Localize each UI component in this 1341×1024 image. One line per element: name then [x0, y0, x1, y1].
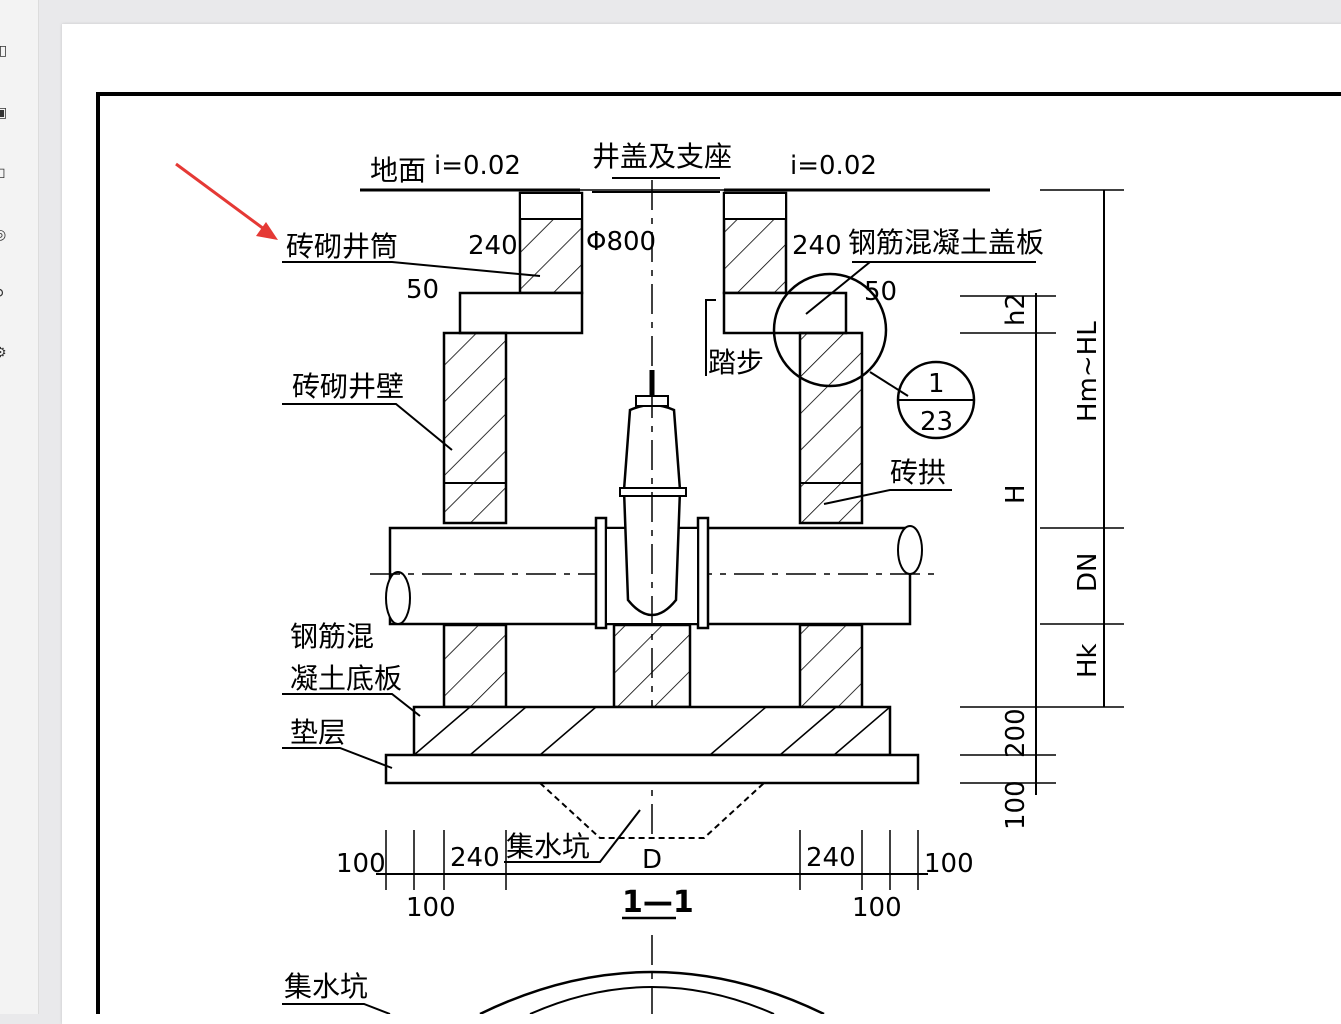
- diameter-label: Φ800: [586, 227, 656, 257]
- well-wall-left: [442, 331, 508, 525]
- window-icon[interactable]: ◫: [0, 43, 8, 59]
- bottom-d-dim: D: [642, 845, 662, 875]
- bottom-left-100b-dim: 100: [406, 893, 456, 923]
- slope-right-label: i=0.02: [790, 151, 877, 181]
- step-label: 踏步: [708, 346, 764, 379]
- settings-icon[interactable]: ⚙: [0, 345, 7, 361]
- base-slab: [412, 705, 892, 757]
- plan-outer-ring: [479, 970, 825, 1014]
- brick-wall-label: 砖砌井壁: [292, 370, 404, 403]
- dn-dim: DN: [1073, 553, 1103, 592]
- hm-hl-dim: Hm~HL: [1073, 321, 1103, 422]
- brick-arch-label: 砖拱: [890, 456, 946, 489]
- section-title: 1—1: [622, 885, 694, 920]
- shaft-wall-left-dim: 240: [468, 231, 518, 261]
- bottom-left-100a-dim: 100: [336, 849, 386, 879]
- rc-base-label-line1: 钢筋混: [290, 620, 374, 653]
- cover-seat-label: 井盖及支座: [592, 140, 732, 173]
- offset-left-dim: 50: [406, 275, 439, 305]
- cushion-label: 垫层: [290, 716, 346, 749]
- drawing-frame: [96, 92, 1341, 1014]
- lower-wall-left: [442, 623, 508, 709]
- bottom-left-240-dim: 240: [450, 843, 500, 873]
- bottom-right-100a-dim: 100: [852, 893, 902, 923]
- rc-cover-slab-label: 钢筋混凝土盖板: [848, 226, 1044, 259]
- rc-base-label-line2: 凝土底板: [290, 662, 402, 695]
- lower-wall-right: [798, 623, 864, 709]
- well-wall-right: [798, 331, 864, 525]
- h2-dim: h2: [1001, 293, 1031, 326]
- plan-inner-ring: [529, 986, 775, 1014]
- offset-right-dim: 50: [864, 277, 897, 307]
- ground-label: 地面: [370, 154, 426, 187]
- cover-seat-right: [723, 192, 787, 220]
- sump-label: 集水坑: [506, 830, 590, 863]
- cover-slab-left: [458, 291, 584, 335]
- annotation-arrowhead: [256, 222, 278, 240]
- hk-dim: Hk: [1073, 643, 1103, 678]
- left-toolbar: ◫ ▣ ◻ ◎ ⚲ ⚙: [0, 0, 39, 1014]
- brick-shaft-label: 砖砌井筒: [286, 230, 398, 263]
- person-icon[interactable]: ⚲: [0, 288, 8, 302]
- base-thickness-dim: 200: [1001, 708, 1031, 758]
- detail-number: 1: [928, 369, 945, 399]
- valve-flange-left: [594, 516, 608, 630]
- detail-sheet: 23: [920, 407, 953, 437]
- cushion-thickness-dim: 100: [1001, 780, 1031, 830]
- slope-left-label: i=0.02: [434, 151, 521, 181]
- bottom-right-100b-dim: 100: [924, 849, 974, 879]
- sump-plan-label: 集水坑: [284, 970, 368, 1003]
- h-dim: H: [1001, 484, 1031, 504]
- detail-circle: [772, 272, 888, 388]
- shaft-wall-right-dim: 240: [792, 231, 842, 261]
- cushion-layer: [384, 753, 920, 785]
- cover-slab-right: [722, 291, 848, 335]
- sump-outline: [539, 782, 765, 839]
- valve-flange-right: [696, 516, 710, 630]
- bookmark-icon[interactable]: ◻: [0, 166, 8, 180]
- cover-seat-left: [519, 192, 583, 220]
- bottom-right-240-dim: 240: [806, 843, 856, 873]
- link-icon[interactable]: ◎: [0, 227, 7, 243]
- annotation-arrow: [175, 162, 269, 234]
- image-icon[interactable]: ▣: [0, 105, 8, 121]
